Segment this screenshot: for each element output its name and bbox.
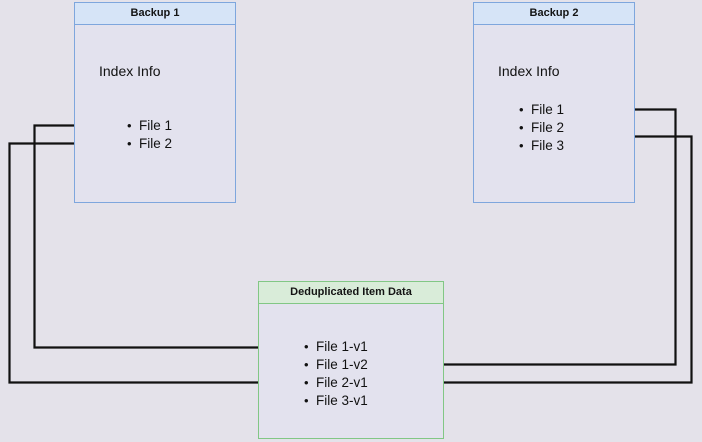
list-item: File 1-v2 — [302, 356, 368, 374]
backup-2-node[interactable]: Backup 2 Index Info File 1 File 2 File 3 — [473, 2, 635, 203]
list-item: File 1 — [517, 101, 564, 119]
backup-1-file-list: File 1 File 2 — [125, 117, 172, 153]
backup-1-body: Index Info File 1 File 2 — [75, 25, 235, 202]
backup-2-body: Index Info File 1 File 2 File 3 — [474, 25, 634, 202]
backup-1-node[interactable]: Backup 1 Index Info File 1 File 2 — [74, 2, 236, 203]
list-item: File 1-v1 — [302, 338, 368, 356]
list-item: File 2 — [125, 135, 172, 153]
backup-2-file-list: File 1 File 2 File 3 — [517, 101, 564, 155]
backup-1-index-info-label: Index Info — [99, 63, 161, 79]
backup-1-header: Backup 1 — [75, 3, 235, 25]
backup-2-index-info-label: Index Info — [498, 63, 560, 79]
list-item: File 2-v1 — [302, 374, 368, 392]
list-item: File 2 — [517, 119, 564, 137]
deduplicated-item-data-body: File 1-v1 File 1-v2 File 2-v1 File 3-v1 — [259, 304, 443, 438]
deduplicated-item-data-node[interactable]: Deduplicated Item Data File 1-v1 File 1-… — [258, 281, 444, 439]
list-item: File 3-v1 — [302, 392, 368, 410]
backup-2-header: Backup 2 — [474, 3, 634, 25]
list-item: File 1 — [125, 117, 172, 135]
list-item: File 3 — [517, 137, 564, 155]
deduplicated-item-data-header: Deduplicated Item Data — [259, 282, 443, 304]
deduplicated-file-list: File 1-v1 File 1-v2 File 2-v1 File 3-v1 — [302, 338, 368, 410]
